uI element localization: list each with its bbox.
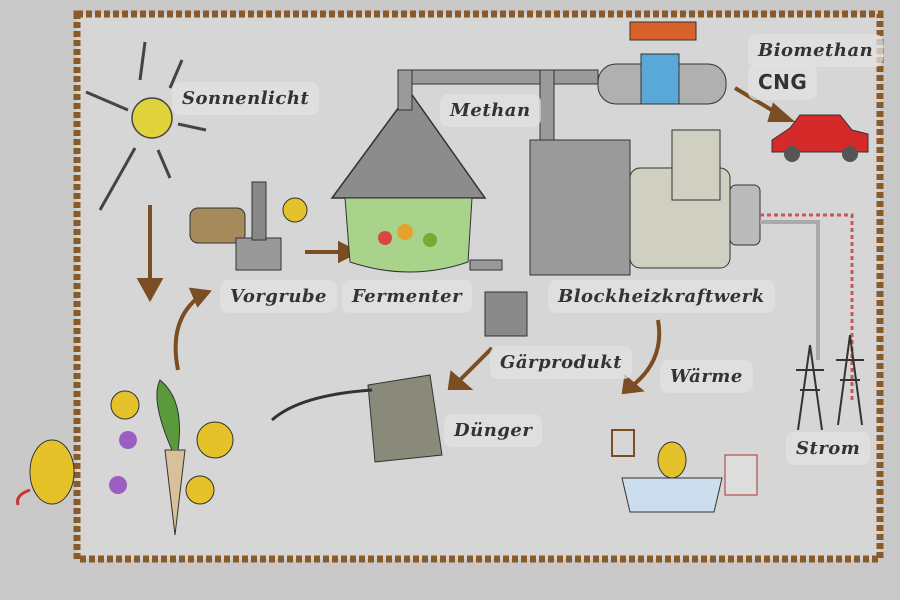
fermenter-illustration	[330, 90, 528, 337]
label-waerme: Wärme	[660, 360, 753, 393]
bhkw-illustration	[529, 129, 854, 400]
label-blockheizkraftwerk: Blockheizkraftwerk	[548, 280, 775, 313]
label-gaerprodukt: Gärprodukt	[490, 346, 633, 379]
vorgrube-illustration	[189, 181, 308, 271]
label-vorgrube: Vorgrube	[220, 280, 337, 313]
mascot-potato	[16, 439, 75, 506]
watering-can-illustration	[271, 374, 443, 463]
label-cng: CNG	[748, 64, 818, 100]
label-biomethan: Biomethan	[748, 34, 884, 67]
flow-arrows	[136, 86, 796, 395]
label-methan: Methan	[440, 94, 541, 127]
plants-illustration	[109, 379, 234, 536]
power-pylons	[796, 334, 864, 431]
label-duenger: Dünger	[444, 414, 543, 447]
cng-station	[597, 21, 727, 105]
label-sonnenlicht: Sonnenlicht	[172, 82, 320, 115]
sun-icon	[85, 41, 207, 211]
car-icon	[771, 114, 869, 162]
label-strom: Strom	[786, 432, 871, 465]
label-fermenter: Fermenter	[342, 280, 473, 313]
bathtub-illustration	[611, 429, 758, 513]
